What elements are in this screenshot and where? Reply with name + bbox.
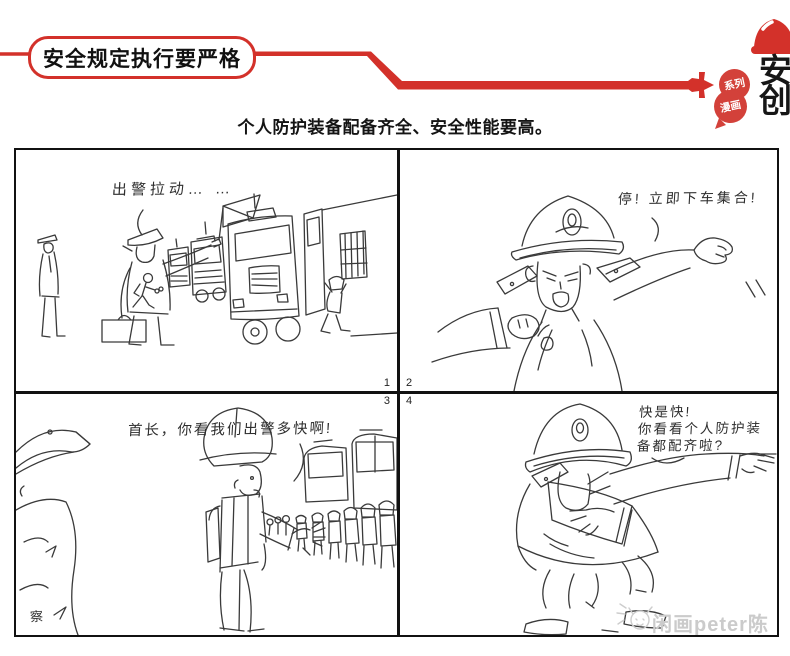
banner-title-text: 安全规定执行要严格 [43, 47, 241, 71]
comic-grid: 出警拉动… … 1 [14, 148, 779, 637]
panel-2-illustration [431, 195, 766, 391]
comic-panel-4: 快是快! 你看看个人防护装 备都配齐啦? 闲画peter陈 4 [400, 394, 777, 635]
comic-panel-3: 首长，你看我们出警多快啊! 察 3 [16, 394, 397, 635]
plane-icon [688, 72, 714, 98]
panel-4-dialogue-line-2: 你看看个人防护装 [637, 420, 763, 437]
panel-4-dialogue: 快是快! 你看看个人防护装 备都配齐啦? [636, 402, 777, 454]
logo-text: 安 创 [759, 52, 790, 119]
panel-3-number: 3 [383, 395, 390, 407]
panel-1-dialogue: 出警拉动… … [111, 180, 235, 199]
panel-4-number: 4 [406, 395, 413, 407]
banner-title: 安全规定执行要严格 [28, 36, 256, 79]
panel-4-dialogue-line-1: 快是快! [638, 404, 692, 420]
panel-2-dialogue: 停! 立即下车集合! [617, 189, 759, 207]
safety-helmet-icon [751, 19, 790, 54]
uniform-label: 察 [29, 608, 44, 625]
panel-2-number: 2 [406, 377, 413, 389]
badge-tail-icon [715, 118, 726, 129]
subtitle: 个人防护装备配备齐全、安全性能要高。 [237, 118, 553, 137]
watermark-doodle-icon [616, 603, 653, 630]
panel-1-illustration [37, 193, 397, 346]
logo-char-top: 安 [759, 52, 790, 89]
panel-4-dialogue-line-3: 备都配齐啦? [636, 437, 725, 454]
panel-1-number: 1 [383, 377, 390, 389]
comic-panel-1: 出警拉动… … 1 [16, 150, 397, 391]
panel-3-illustration [16, 407, 397, 635]
panel-3-dialogue: 首长，你看我们出警多快啊! [127, 420, 333, 440]
logo-char-bottom: 创 [759, 82, 790, 119]
panel-4-illustration [515, 403, 777, 635]
comic-panel-2: 停! 立即下车集合! 2 [400, 150, 777, 391]
artist-watermark: 闲画peter陈 [652, 614, 769, 635]
